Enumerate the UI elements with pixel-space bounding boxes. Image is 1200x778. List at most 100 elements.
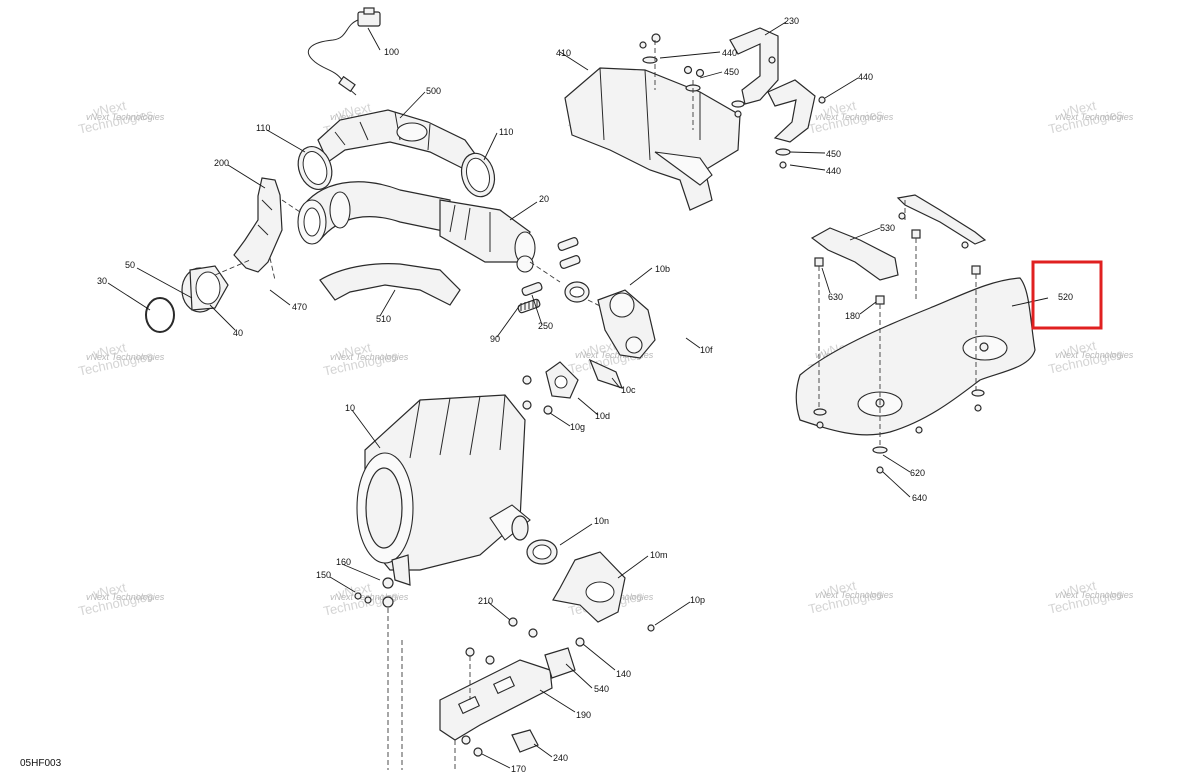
part-20-catalyst-pipe[interactable]	[439, 199, 536, 273]
callout-30[interactable]: 30	[97, 276, 107, 286]
callout-10b[interactable]: 10b	[655, 264, 670, 274]
part-230-strap[interactable]	[729, 27, 779, 105]
callout-10n[interactable]: 10n	[594, 516, 609, 526]
part-410-muffler-shield[interactable]	[564, 67, 741, 211]
callout-10[interactable]: 10	[345, 403, 355, 413]
watermark-text: vNext Technologies	[1055, 112, 1134, 122]
callout-530[interactable]: 530	[880, 223, 895, 233]
callout-200[interactable]: 200	[214, 158, 229, 168]
fastener-set-right[interactable]	[813, 212, 985, 474]
callout-520[interactable]: 520	[1058, 292, 1073, 302]
part-510-lower-heat-shield[interactable]	[319, 263, 461, 306]
callout-240[interactable]: 240	[553, 753, 568, 763]
watermark-big: vNext	[822, 578, 858, 600]
callout-640[interactable]: 640	[912, 493, 927, 503]
assembly-guides-main	[214, 40, 694, 307]
assembly-guides-lower	[387, 608, 471, 770]
part-500-pipe-heat-shield[interactable]	[317, 109, 479, 169]
callout-40[interactable]: 40	[233, 328, 243, 338]
assembly-guides-right	[818, 200, 977, 448]
callout-110-right[interactable]: 110	[499, 127, 513, 137]
watermark-text: vNext Technologies	[86, 112, 165, 122]
part-530-bracket[interactable]	[810, 194, 987, 281]
fastener-set-lower[interactable]	[461, 617, 655, 757]
callout-90[interactable]: 90	[490, 334, 500, 344]
highlight-box-520[interactable]	[1031, 260, 1103, 330]
part-10d-flange[interactable]	[545, 361, 579, 399]
watermark-big: vNext	[582, 338, 618, 360]
watermark-text: vNext Technologies	[86, 592, 165, 602]
callout-50[interactable]: 50	[125, 260, 135, 270]
callout-470[interactable]: 470	[292, 302, 307, 312]
watermark-big: vNext	[92, 340, 128, 362]
part-540-isolator[interactable]	[544, 647, 576, 679]
callout-190[interactable]: 190	[576, 710, 591, 720]
watermark-big: vNext	[337, 580, 373, 602]
part-110-clamp-left[interactable]	[292, 142, 337, 194]
part-10m-outlet-bracket[interactable]	[552, 551, 626, 623]
callout-180[interactable]: 180	[845, 311, 860, 321]
callout-10m[interactable]: 10m	[650, 550, 668, 560]
watermark-big: vNext	[92, 98, 128, 120]
part-10-muffler[interactable]	[356, 394, 531, 586]
callout-10g[interactable]: 10g	[570, 422, 585, 432]
callout-160[interactable]: 160	[336, 557, 351, 567]
part-250-spring[interactable]	[521, 237, 581, 296]
callout-210[interactable]: 210	[478, 596, 493, 606]
watermark-big: vNext	[92, 580, 128, 602]
watermark-big: vNext	[1062, 98, 1098, 120]
exhaust-pipe-front[interactable]	[297, 181, 451, 245]
callout-450-top[interactable]: 450	[724, 67, 739, 77]
part-110-clamp-right[interactable]	[457, 150, 499, 201]
callout-10f[interactable]: 10f	[700, 345, 713, 355]
part-10n-ring[interactable]	[526, 539, 558, 565]
callout-150[interactable]: 150	[316, 570, 331, 580]
part-40-sleeve-clamp[interactable]	[181, 265, 229, 313]
callout-140[interactable]: 140	[616, 669, 631, 679]
part-10b-flange-pipe[interactable]	[597, 289, 656, 359]
callout-10p[interactable]: 10p	[690, 595, 705, 605]
watermark-text: vNext Technologies	[815, 112, 894, 122]
watermark-text: vNext Technologies	[1055, 350, 1134, 360]
part-200-bracket[interactable]	[233, 177, 283, 273]
callout-10c[interactable]: 10c	[621, 385, 636, 395]
callout-170[interactable]: 170	[511, 764, 526, 774]
callout-510[interactable]: 510	[376, 314, 391, 324]
callout-100[interactable]: 100	[384, 47, 399, 57]
callout-620[interactable]: 620	[910, 468, 925, 478]
watermark-text: vNext Technologies	[1055, 590, 1134, 600]
callout-230[interactable]: 230	[784, 16, 799, 26]
callout-110-left[interactable]: 110	[256, 123, 270, 133]
leader-lines	[107, 21, 1049, 769]
gasket-ring[interactable]	[564, 281, 590, 303]
watermark-text: vNext Technologies	[815, 590, 894, 600]
watermark-text: vNext Technologies	[86, 352, 165, 362]
callout-540[interactable]: 540	[594, 684, 609, 694]
part-100-oxygen-sensor[interactable]	[308, 7, 381, 96]
watermark-text: vNext Technologies	[575, 350, 654, 360]
part-10g-nuts[interactable]	[522, 375, 553, 415]
callout-labels: 100 500 110 110 200 20 50 30 40 470 510 …	[97, 16, 1073, 774]
callout-450-bottom[interactable]: 450	[826, 149, 841, 159]
callout-410[interactable]: 410	[556, 48, 571, 58]
watermark-big: vNext	[1062, 578, 1098, 600]
watermark-big: vNext	[1062, 338, 1098, 360]
part-strap-lower[interactable]	[767, 79, 816, 143]
callout-500[interactable]: 500	[426, 86, 441, 96]
watermark-big: vNext	[822, 98, 858, 120]
callout-440-right[interactable]: 440	[858, 72, 873, 82]
callout-630[interactable]: 630	[828, 292, 843, 302]
callout-10d[interactable]: 10d	[595, 411, 610, 421]
callout-20[interactable]: 20	[539, 194, 549, 204]
callout-250[interactable]: 250	[538, 321, 553, 331]
watermark-big: vNext	[337, 340, 373, 362]
callout-440-top[interactable]: 440	[722, 48, 737, 58]
callout-440-bottom[interactable]: 440	[826, 166, 841, 176]
part-190-mount-bracket[interactable]	[439, 659, 553, 741]
part-240-isolator[interactable]	[511, 729, 539, 753]
watermark-text: vNext Technologies	[330, 352, 409, 362]
part-30-ring[interactable]	[145, 297, 175, 333]
diagram-code: 05HF003	[20, 758, 62, 769]
fastener-set-160-150[interactable]	[354, 577, 394, 608]
